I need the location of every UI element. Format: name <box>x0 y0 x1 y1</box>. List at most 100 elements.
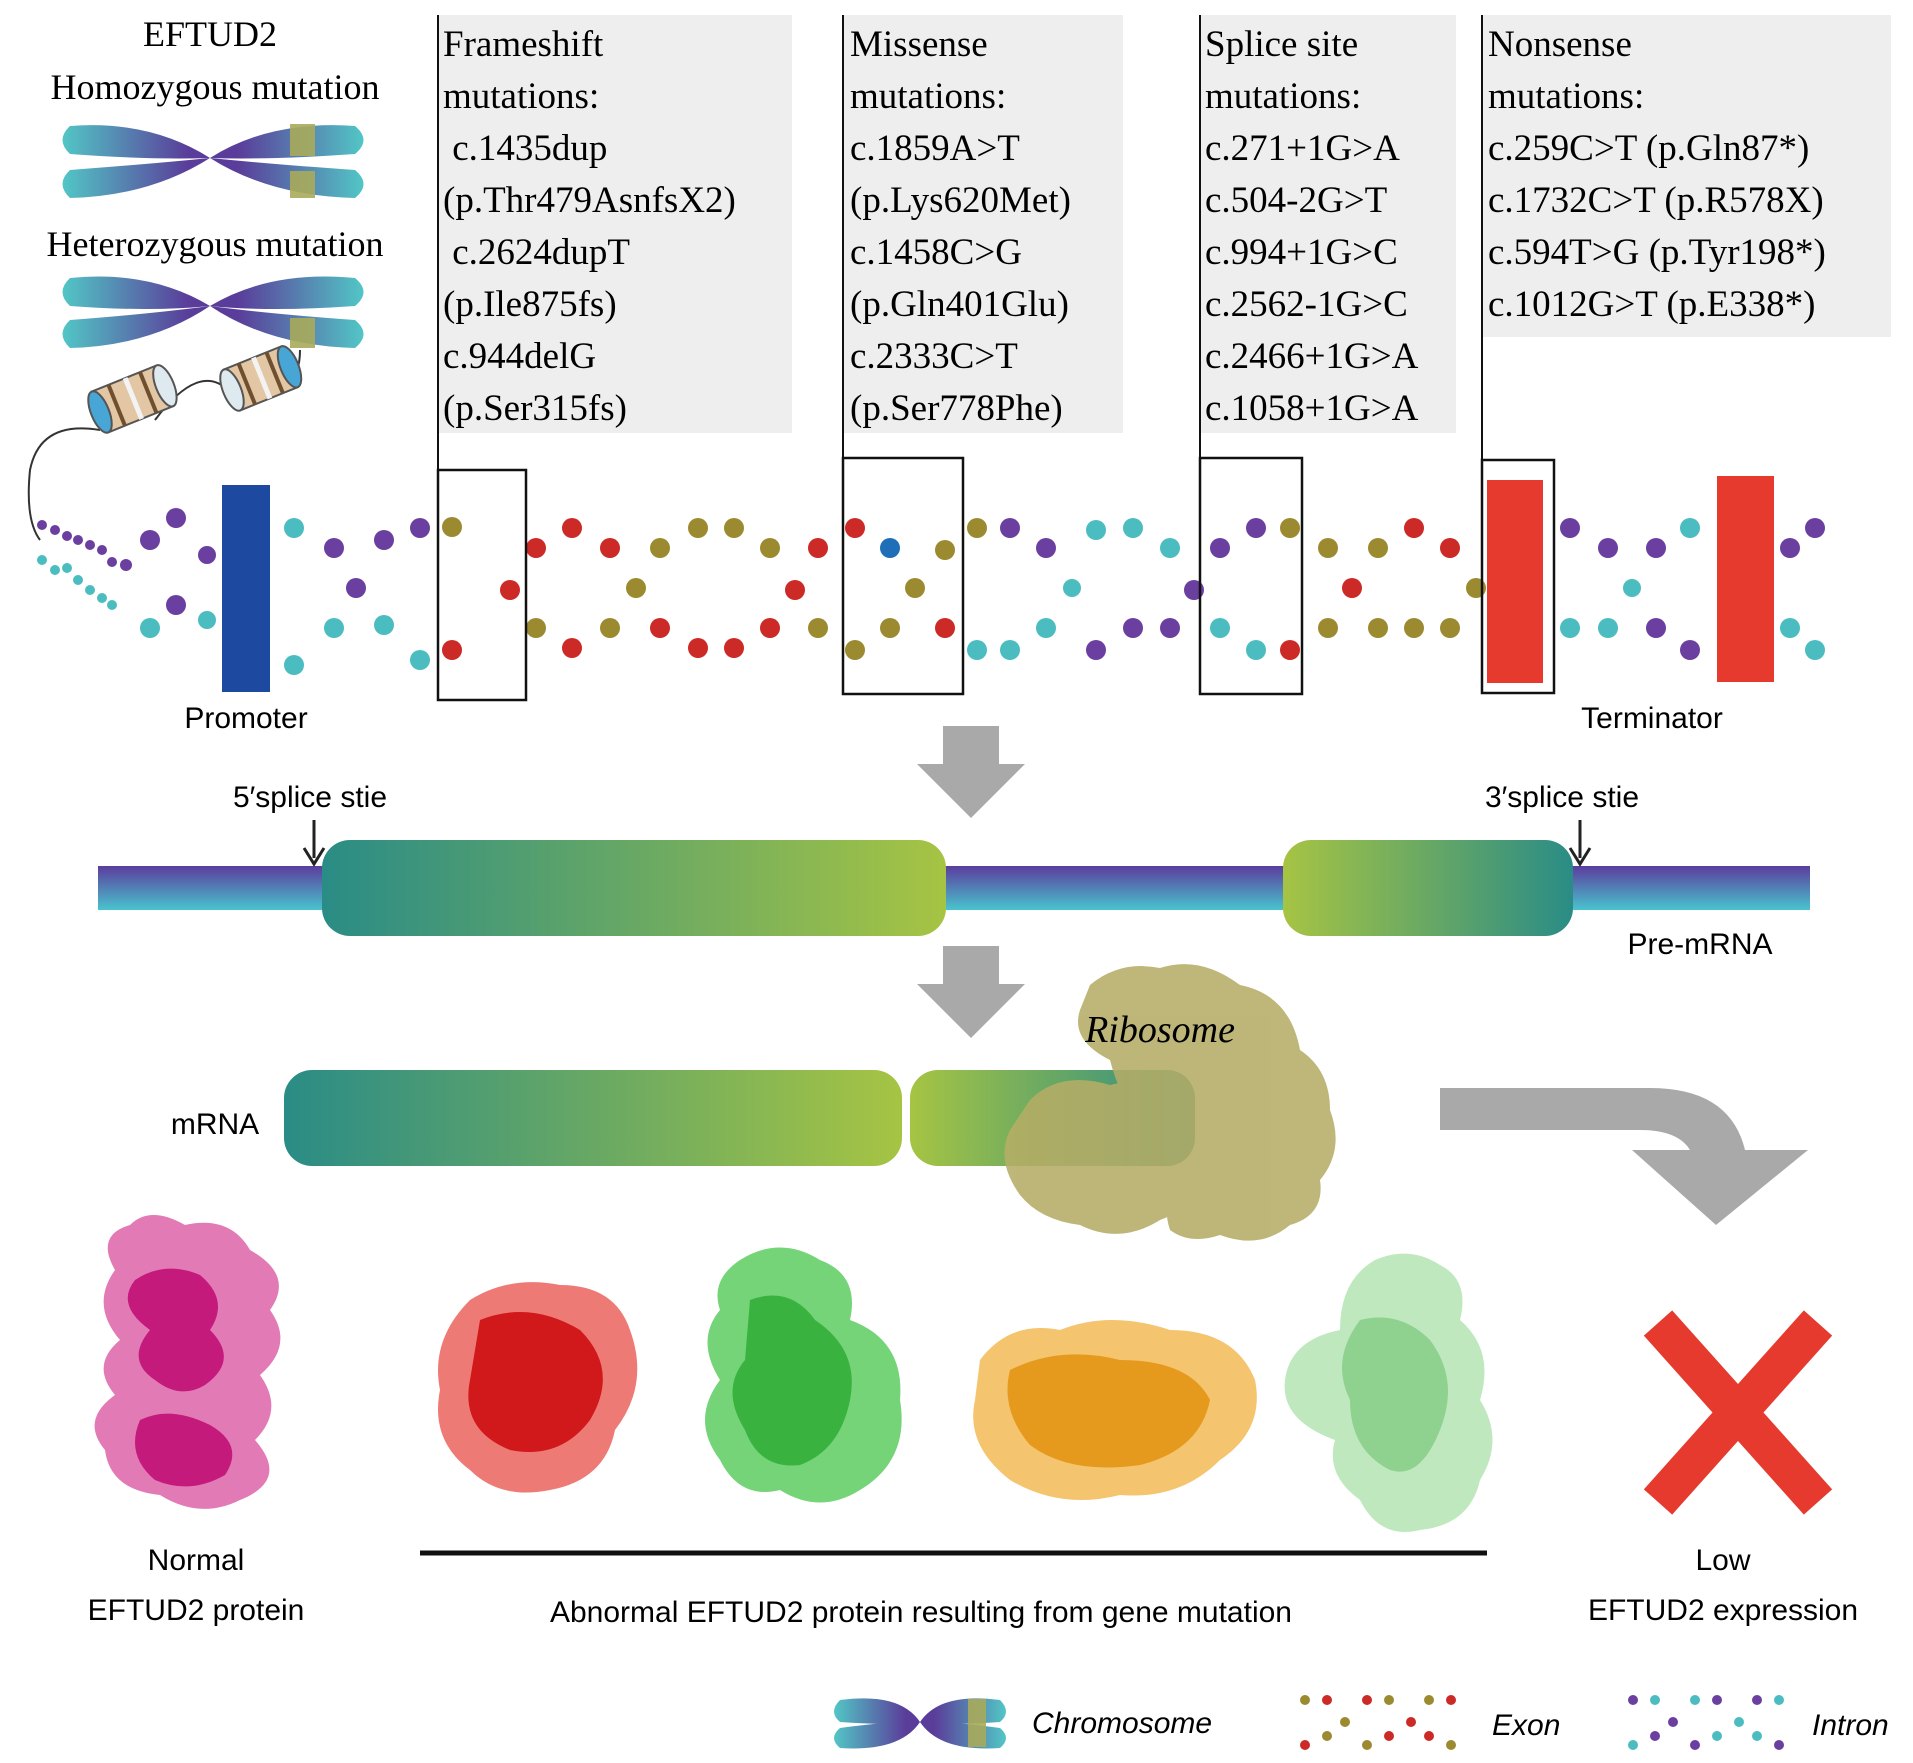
mutation-line: c.994+1G>C <box>1205 232 1398 273</box>
mutation-line: c.2333C>T <box>850 336 1018 377</box>
mutation-line: c.1458C>G <box>850 232 1022 273</box>
nucleotide-dot <box>785 580 805 600</box>
mutation-line: c.1435dup <box>443 128 607 169</box>
nucleotide-mark <box>724 518 744 658</box>
gene-strand <box>37 508 1825 675</box>
nucleotide-mark <box>760 538 780 638</box>
nucleotide-mark <box>73 535 83 585</box>
splice5-label: 5′splice stie <box>233 781 387 814</box>
terminator-label: Terminator <box>1581 702 1723 735</box>
mutation-line: (p.Ser315fs) <box>443 388 627 429</box>
nucleotide-mark <box>650 538 670 638</box>
nucleotide-mark <box>1598 538 1618 638</box>
mutation-line: c.2562-1G>C <box>1205 284 1408 325</box>
nucleotide-mark <box>1086 520 1106 660</box>
mutation-box-missense: Missense mutations: c.1859A>T (p.Lys620Met)… <box>842 15 1123 458</box>
legend-mark <box>1362 1695 1372 1750</box>
nucleotide-mark <box>600 538 620 638</box>
mutation-line: c.271+1G>A <box>1205 128 1400 169</box>
mutation-line: c.259C>T (p.Gln87*) <box>1488 128 1809 169</box>
nucleotide-dot <box>120 559 132 571</box>
nucleotide-mark <box>1123 518 1143 638</box>
nucleotide-mark <box>1805 518 1825 660</box>
nucleosome-icon <box>27 345 303 541</box>
promoter-block <box>222 485 270 692</box>
nucleotide-mark <box>845 518 865 660</box>
mutation-line: (p.Lys620Met) <box>850 180 1071 221</box>
splice3-arrow-icon <box>1568 820 1592 867</box>
legend-intron-icon <box>1628 1695 1784 1750</box>
normal-protein-structure <box>94 1215 281 1509</box>
legend-intron-label: Intron <box>1812 1709 1889 1742</box>
nucleotide-mark <box>935 540 955 638</box>
nucleotide-mark <box>1560 518 1580 638</box>
mutation-line: mutations: <box>1488 76 1644 117</box>
nucleotide-mark <box>1680 518 1700 660</box>
legend-exon-icon <box>1300 1695 1456 1750</box>
mutation-line: c.944delG <box>443 336 596 377</box>
legend-mark <box>1628 1695 1638 1750</box>
mutation-line: Frameshift <box>443 24 604 65</box>
mutation-box-frameshift: Frameshift mutations: c.1435dup (p.Thr479A… <box>437 15 792 470</box>
nucleotide-mark <box>880 538 900 638</box>
mutation-line: mutations: <box>850 76 1006 117</box>
nucleotide-mark <box>324 538 344 638</box>
abnormal-protein-green <box>705 1247 902 1503</box>
mutation-line: c.1058+1G>A <box>1205 388 1419 429</box>
nucleotide-mark <box>140 530 160 638</box>
mutation-line: (p.Thr479AsnfsX2) <box>443 180 736 221</box>
splice3-label: 3′splice stie <box>1485 781 1639 814</box>
nucleotide-mark <box>284 518 304 675</box>
nucleotide-mark <box>166 508 186 615</box>
low-expression-label-1: Low <box>1695 1544 1750 1577</box>
mutation-line: mutations: <box>1205 76 1361 117</box>
legend-mark <box>1322 1695 1332 1741</box>
mutation-line: mutations: <box>443 76 599 117</box>
heterozygous-label: Heterozygous mutation <box>47 224 384 264</box>
terminator-block <box>1717 476 1774 682</box>
mutation-line: Nonsense <box>1488 24 1632 65</box>
exon-segment <box>322 840 946 936</box>
heterozygous-chromosome-icon <box>62 276 364 348</box>
nucleotide-mark <box>562 518 582 658</box>
normal-protein-label-1: Normal <box>148 1544 245 1577</box>
nucleotide-mark <box>1210 538 1230 638</box>
mutation-line: c.594T>G (p.Tyr198*) <box>1488 232 1826 273</box>
abnormal-protein-orange <box>973 1320 1257 1500</box>
mutation-line: c.2624dupT <box>443 232 630 273</box>
nucleotide-mark <box>808 538 828 638</box>
low-expression-label-2: EFTUD2 expression <box>1588 1594 1858 1627</box>
nucleotide-mark <box>62 531 72 573</box>
nucleotide-mark <box>97 545 107 603</box>
nucleotide-mark <box>198 546 216 629</box>
nucleotide-mark <box>967 518 987 660</box>
nucleotide-mark <box>50 525 60 575</box>
mutation-line: Missense <box>850 24 988 65</box>
mutation-line: c.2466+1G>A <box>1205 336 1419 377</box>
legend-mark <box>1668 1717 1678 1727</box>
nucleotide-mark <box>1318 538 1338 638</box>
legend-mark <box>1446 1695 1456 1750</box>
low-expression-x-icon <box>1643 1310 1833 1515</box>
mutation-line: c.1859A>T <box>850 128 1020 169</box>
nucleotide-mark <box>1368 538 1388 638</box>
nucleotide-mark <box>1780 538 1800 638</box>
pre-mrna-label: Pre-mRNA <box>1627 928 1772 961</box>
legend-mark <box>1690 1695 1700 1750</box>
down-arrow-icon <box>917 726 1025 818</box>
homozygous-label: Homozygous mutation <box>51 67 380 107</box>
curved-arrow-icon <box>1440 1088 1808 1225</box>
nucleotide-mark <box>1000 518 1020 660</box>
promoter-label: Promoter <box>184 702 307 735</box>
mutation-box-nonsense: Nonsense mutations: c.259C>T (p.Gln87*) c.1… <box>1481 15 1891 460</box>
legend-mark <box>1340 1717 1350 1727</box>
legend-exon-label: Exon <box>1492 1709 1560 1742</box>
ribosome-label: Ribosome <box>1084 1009 1235 1051</box>
nucleotide-mark <box>1246 518 1266 660</box>
gene-header: EFTUD2 Homozygous mutation Heterozygous … <box>47 14 384 264</box>
mrna-exon-1 <box>284 1070 902 1166</box>
mutation-line: c.1012G>T (p.E338*) <box>1488 284 1815 325</box>
nucleotide-dot <box>905 578 925 598</box>
splice5-arrow-icon <box>302 820 326 867</box>
pre-mrna <box>98 840 1810 936</box>
